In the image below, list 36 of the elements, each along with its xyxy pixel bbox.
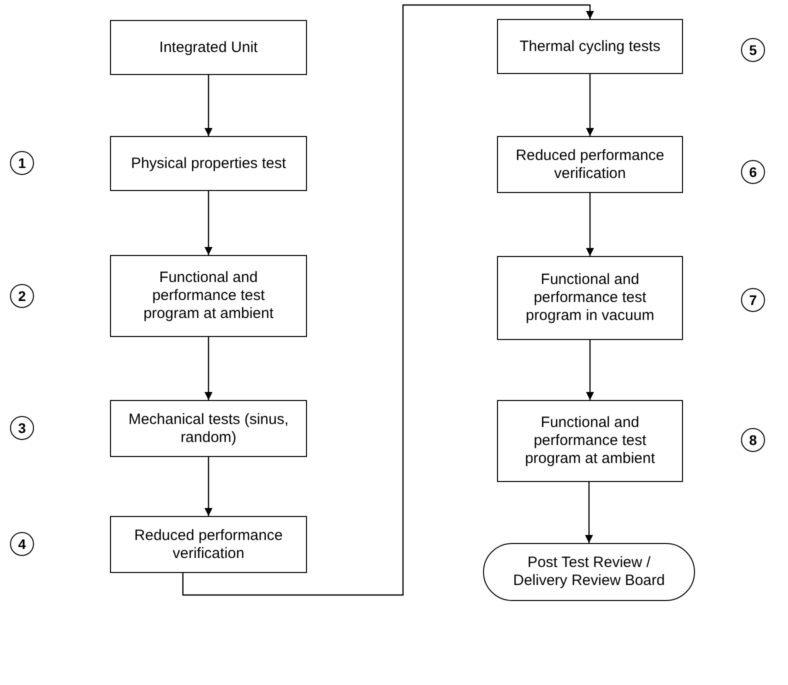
step-number: 3 [10, 416, 34, 440]
step-label: Functional and performance test program at ambient [142, 269, 275, 323]
arrow [204, 337, 212, 400]
process-box [497, 19, 683, 74]
step-number: 5 [741, 38, 765, 62]
process-box [110, 516, 307, 573]
process-box [497, 136, 683, 193]
arrow [586, 74, 594, 136]
step-label: Post Test Review / Delivery Review Board [512, 554, 666, 590]
process-box [110, 136, 307, 191]
arrow [586, 193, 594, 256]
step-number: 1 [10, 151, 34, 175]
arrow [204, 75, 212, 136]
step-label: Mechanical tests (sinus, random) [127, 410, 290, 446]
arrow [585, 482, 593, 543]
step-label: Functional and performance test program at ambient [524, 414, 656, 468]
step-number: 7 [741, 288, 765, 312]
step-number: 8 [741, 428, 765, 452]
arrow [586, 340, 594, 400]
step-label: Reduced performance verification [514, 146, 666, 182]
step-label: Integrated Unit [159, 38, 258, 56]
step-number: 2 [10, 284, 34, 308]
step-label: Physical properties test [130, 154, 286, 172]
step-label: Thermal cycling tests [520, 38, 660, 56]
step-label: Functional and performance test program in vacuum [524, 271, 656, 325]
process-box [497, 400, 683, 482]
process-box [110, 400, 307, 457]
step-number: 4 [10, 532, 34, 556]
process-box [110, 255, 307, 337]
arrow [204, 457, 212, 516]
step-number: 6 [741, 160, 765, 184]
process-box [497, 256, 683, 340]
process-box [110, 20, 307, 75]
step-label: Reduced performance verification [133, 526, 284, 562]
arrow [204, 191, 212, 255]
arrow [182, 4, 594, 596]
